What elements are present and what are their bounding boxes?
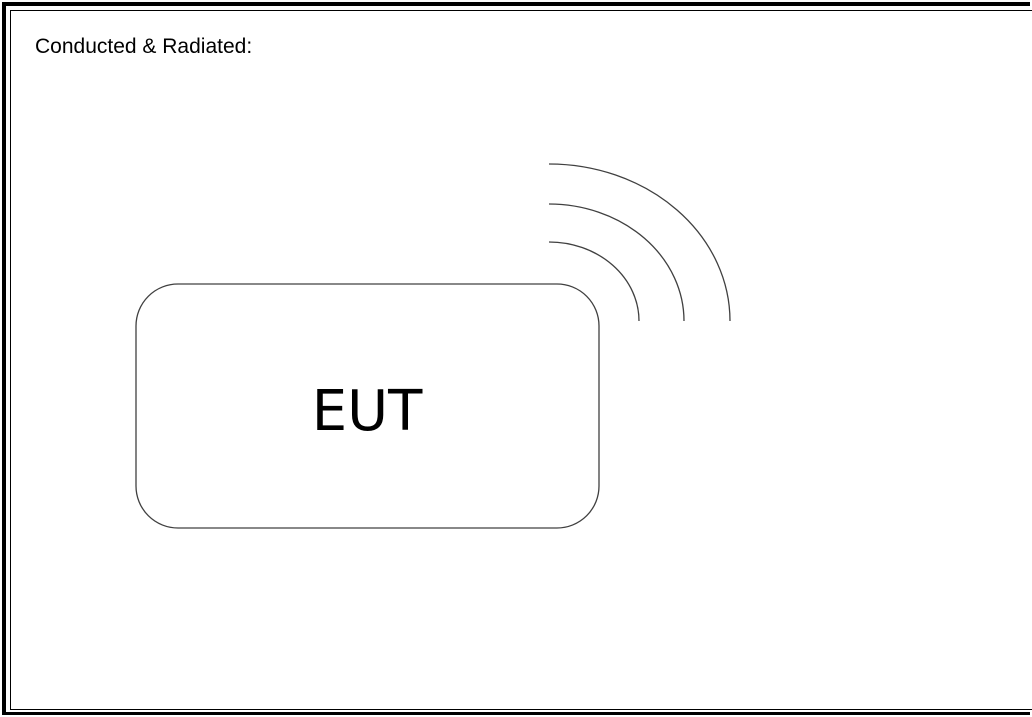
wave-arc-outer [548,163,731,322]
section-heading: Conducted & Radiated: [35,35,253,58]
eut-label: EUT [312,379,423,444]
wave-arc-inner [548,241,640,322]
inner-frame-border [10,10,1032,710]
radio-waves-icon [548,163,731,322]
wave-arc-middle [548,203,685,322]
eut-box [135,283,600,529]
